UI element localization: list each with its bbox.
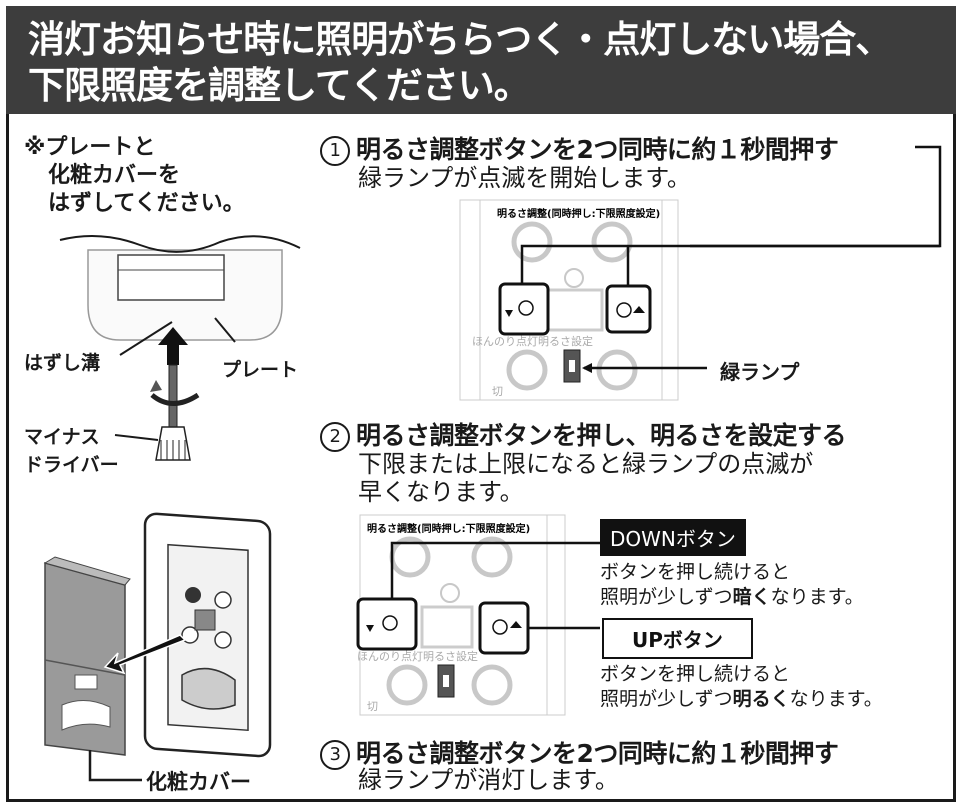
step-1-number: 1: [320, 136, 350, 166]
up-triangle-icon: [510, 621, 522, 628]
step-3-title-text: 明るさ調整ボタンを2つ同時に約１秒間押す: [356, 739, 839, 768]
up-button-callout: UPボタン: [602, 618, 753, 659]
wall-cut-line: [59, 235, 301, 253]
down-button-callout: DOWNボタン: [600, 519, 746, 556]
control-panel-diagram-1: 明るさ調整(同時押し:下限照度設定) ほんのり点灯明るさ設定 切: [459, 199, 940, 401]
plate-leader: [214, 317, 236, 343]
groove-leader: [119, 321, 173, 356]
step-2-description-line2: 早くなります。: [358, 478, 524, 506]
removal-note-line1: ※プレートと: [24, 135, 156, 160]
screwdriver-leader: [114, 434, 159, 441]
device-knob: [185, 587, 201, 603]
remove-arrow-icon: [103, 634, 187, 675]
sensor-device-illustration: [43, 512, 272, 782]
cover-label: 化粧カバー: [146, 770, 251, 794]
panel-sublabel-1: ほんのり点灯明るさ設定: [472, 334, 593, 348]
plate-window: [117, 254, 225, 301]
down-triangle-icon: [505, 310, 513, 317]
step-2-description-line1: 下限または上限になると緑ランプの点滅が: [358, 450, 814, 478]
removal-note-line3: はずしてください。: [48, 191, 245, 216]
down-triangle-icon: [366, 625, 374, 632]
rotate-arrow-icon: [150, 392, 200, 406]
plate-illustration: [59, 235, 301, 461]
green-lamp-label: 緑ランプ: [720, 360, 800, 384]
step-3-description: 緑ランプが消灯します。: [358, 766, 619, 794]
step-1-title-text: 明るさ調整ボタンを2つ同時に約１秒間押す: [356, 135, 839, 164]
header-title-line2: 下限照度を調整してください。: [28, 64, 531, 107]
step-1-description: 緑ランプが点滅を開始します。: [358, 164, 691, 192]
up-desc-prefix: 照明が少しずつ: [600, 688, 733, 710]
panel-caption-1: 明るさ調整(同時押し:下限照度設定): [497, 207, 660, 220]
panel-sublabel-2: ほんのり点灯明るさ設定: [357, 649, 478, 663]
down-description-line2: 照明が少しずつ暗くなります。: [600, 585, 864, 609]
up-arrow-icon: [158, 327, 188, 365]
groove-label: はずし溝: [24, 352, 101, 374]
plate-label: プレート: [222, 359, 299, 381]
sensor-lens: [181, 667, 236, 710]
up-triangle-icon: [633, 306, 645, 313]
step-3-number: 3: [320, 740, 350, 770]
down-description-line1: ボタンを押し続けると: [600, 561, 791, 583]
up-description-line2: 照明が少しずつ明るくなります。: [600, 687, 883, 711]
off-label-2: 切: [367, 700, 378, 713]
step-2-title-text: 明るさ調整ボタンを押し、明るさを設定する: [356, 421, 847, 450]
header-title-line1: 消灯お知らせ時に照明がちらつく・点灯しない場合、: [28, 18, 892, 61]
step-2-number: 2: [320, 422, 350, 452]
page-header: 消灯お知らせ時に照明がちらつく・点灯しない場合、 下限照度を調整してください。: [6, 6, 956, 114]
down-desc-prefix: 照明が少しずつ: [600, 586, 733, 608]
removal-note-line2: 化粧カバーを: [48, 163, 181, 188]
up-desc-suffix: なります。: [789, 688, 883, 710]
up-desc-emphasis: 明るく: [732, 688, 790, 710]
down-desc-suffix: なります。: [770, 586, 864, 608]
cover-leader: [88, 750, 142, 782]
down-desc-emphasis: 暗く: [732, 586, 771, 608]
screwdriver-label-line1: マイナス: [24, 426, 100, 448]
down-button-box: [356, 597, 418, 651]
panel-caption-2: 明るさ調整(同時押し:下限照度設定): [367, 522, 530, 535]
screwdriver-label-line2: ドライバー: [24, 454, 119, 476]
down-button-box: [498, 282, 550, 336]
up-description-line1: ボタンを押し続けると: [600, 663, 791, 685]
control-panel-diagram-2: 明るさ調整(同時押し:下限照度設定) ほんのり点灯明るさ設定 切: [356, 514, 600, 716]
off-label-1: 切: [492, 385, 503, 398]
down-leader: [390, 541, 600, 599]
